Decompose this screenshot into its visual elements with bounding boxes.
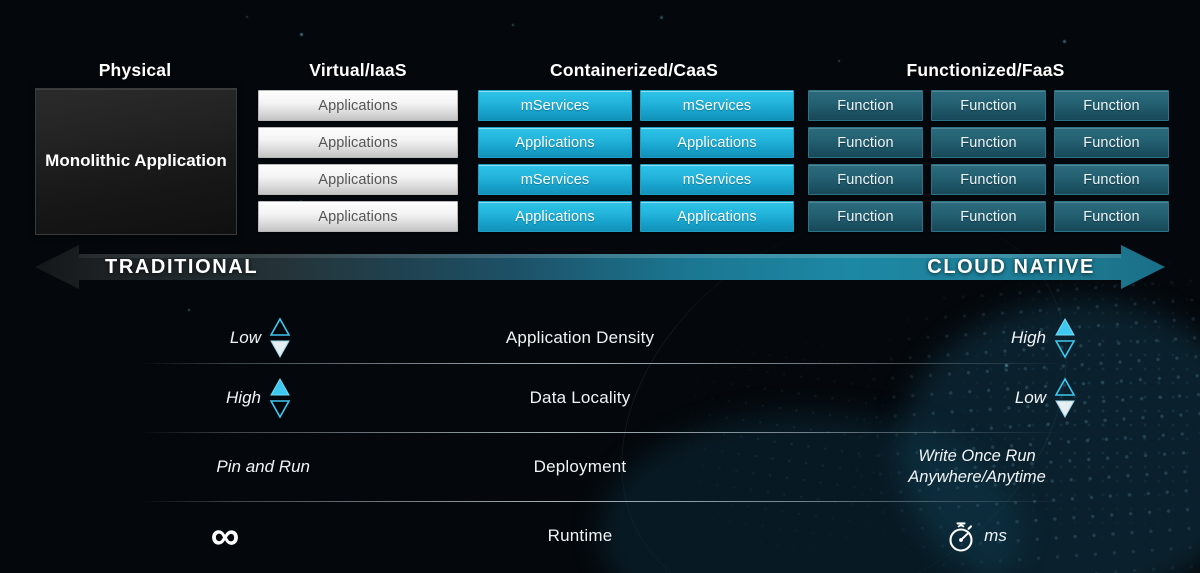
spectrum-arrow-shape [35, 245, 1165, 289]
comparison-right-application-density: High [885, 304, 1075, 372]
comparison-row-label: Deployment [533, 457, 627, 476]
stack-cell-mservices: mServices [640, 164, 794, 195]
stack-cell-mservices: mServices [640, 90, 794, 121]
comparison-row: Low Application Density High [0, 304, 1200, 372]
comparison-attributes-section: Low Application Density High High Data L… [0, 300, 1200, 573]
background-spark [246, 16, 248, 18]
comparison-row: High Data Locality Low [0, 364, 1200, 432]
stack-cell-function: Function [808, 201, 923, 232]
stack-cell-function: Function [931, 127, 1046, 158]
row-separator [140, 363, 1065, 364]
background-glow-right [900, 300, 1200, 573]
virtual-row: Applications [258, 201, 458, 232]
stack-cell-applications: Applications [258, 201, 458, 232]
stack-cell-mservices: mServices [478, 90, 632, 121]
left-value-label: Pin and Run [216, 457, 310, 477]
comparison-right-deployment: Write Once Run Anywhere/Anytime [862, 433, 1092, 501]
background-halftone-dots-secondary [830, 180, 1200, 573]
runtime-unit-label: ms [984, 526, 1007, 545]
monolithic-application-label: Monolithic Application [45, 151, 227, 171]
background-spark [838, 60, 840, 62]
stack-cell-applications: Applications [478, 201, 632, 232]
stopwatch-group: ms [947, 519, 1007, 553]
infinity-icon: ∞ [210, 514, 240, 558]
comparison-right-runtime: ms [862, 502, 1092, 570]
virtual-row: Applications [258, 127, 458, 158]
comparison-left-deployment: Pin and Run [140, 433, 310, 501]
background-spark [512, 24, 514, 26]
left-value-label: Low [229, 328, 261, 348]
functionized-row: Function Function Function [808, 164, 1169, 195]
stack-cell-function: Function [931, 201, 1046, 232]
comparison-left-runtime: ∞ [140, 502, 310, 570]
left-value-label: High [226, 388, 261, 408]
virtual-row: Applications [258, 164, 458, 195]
arrow-down-indicator-icon [270, 317, 290, 359]
stack-cell-applications: Applications [258, 90, 458, 121]
spectrum-label-cloud-native: CLOUD NATIVE [927, 255, 1095, 278]
column-title-functionized: Functionized/FaaS [906, 60, 1065, 80]
functionized-row: Function Function Function [808, 90, 1169, 121]
background-spark [660, 16, 663, 19]
row-separator [140, 432, 1065, 433]
comparison-left-application-density: Low [140, 304, 290, 372]
architecture-stack-section: Physical Monolithic Application Virtual/… [0, 0, 1200, 236]
stack-cell-function: Function [1054, 201, 1169, 232]
functionized-row: Function Function Function [808, 127, 1169, 158]
comparison-row: Pin and Run Deployment Write Once Run An… [0, 433, 1200, 501]
stack-cell-applications: Applications [640, 127, 794, 158]
stack-cell-function: Function [808, 127, 923, 158]
background-spark [1005, 364, 1008, 367]
background-spark [300, 33, 303, 36]
containerized-row: mServices mServices [478, 90, 794, 121]
arrow-up-indicator-icon [1055, 317, 1075, 359]
stack-cell-mservices: mServices [478, 164, 632, 195]
column-title-physical: Physical [98, 60, 172, 80]
column-title-containerized: Containerized/CaaS [550, 60, 718, 80]
containerized-row: mServices mServices [478, 164, 794, 195]
arrow-down-indicator-icon [1055, 377, 1075, 419]
stack-cell-function: Function [1054, 90, 1169, 121]
stack-cell-applications: Applications [258, 127, 458, 158]
virtual-row: Applications [258, 90, 458, 121]
stack-cell-function: Function [1054, 127, 1169, 158]
containerized-row: Applications Applications [478, 201, 794, 232]
background-spark [1063, 40, 1066, 43]
stack-cell-function: Function [808, 164, 923, 195]
right-value-label: Low [1014, 388, 1046, 408]
monolithic-application-box: Monolithic Application [35, 88, 237, 235]
traditional-to-cloud-native-spectrum: TRADITIONAL CLOUD NATIVE [35, 245, 1165, 289]
functionized-row: Function Function Function [808, 201, 1169, 232]
comparison-row: ∞ Runtime ms [0, 502, 1200, 570]
right-value-label: High [1011, 328, 1046, 348]
comparison-row-label: Runtime [547, 526, 613, 545]
background-spark [188, 309, 190, 311]
column-title-virtual: Virtual/IaaS [309, 60, 407, 80]
spectrum-label-traditional: TRADITIONAL [105, 255, 259, 278]
comparison-left-data-locality: High [140, 364, 290, 432]
stack-cell-applications: Applications [258, 164, 458, 195]
stack-cell-function: Function [931, 90, 1046, 121]
stack-cell-function: Function [1054, 164, 1169, 195]
comparison-row-label: Application Density [505, 328, 655, 347]
arrow-up-indicator-icon [270, 377, 290, 419]
stopwatch-icon [949, 522, 973, 552]
comparison-right-data-locality: Low [885, 364, 1075, 432]
stack-cell-applications: Applications [640, 201, 794, 232]
stack-cell-applications: Applications [478, 127, 632, 158]
row-separator [140, 501, 1065, 502]
right-value-label: Write Once Run Anywhere/Anytime [908, 447, 1046, 486]
comparison-row-label: Data Locality [529, 388, 631, 407]
stack-cell-function: Function [808, 90, 923, 121]
containerized-row: Applications Applications [478, 127, 794, 158]
stack-cell-function: Function [931, 164, 1046, 195]
